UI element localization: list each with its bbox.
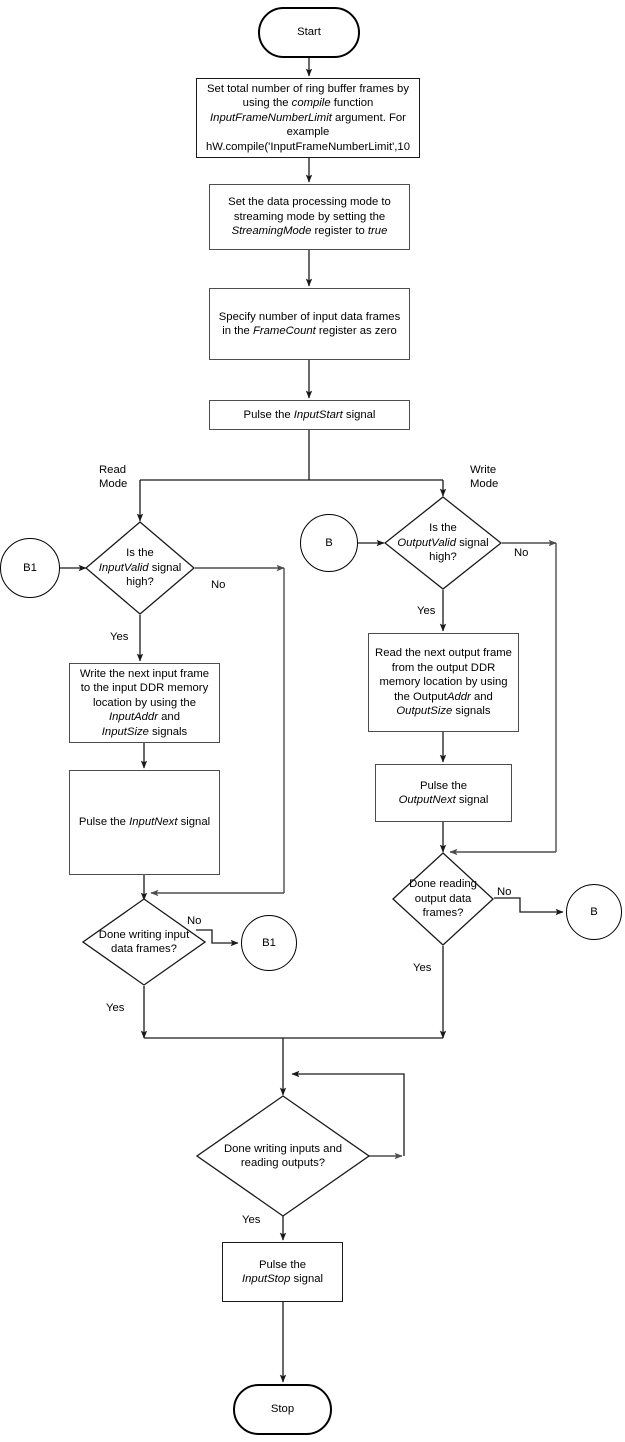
node-pulse-outputnext[interactable]: Pulse the OutputNext signal (375, 764, 512, 822)
node-write-input-frame-label: Write the next input frame to the input … (79, 667, 210, 738)
node-decision-done-reading[interactable]: Done reading output data frames? (392, 852, 494, 946)
diamond-shape-done-all (196, 1095, 370, 1217)
diamond-shape-outputvalid (384, 496, 502, 590)
node-decision-done-all-label: Done writing inputs and reading outputs? (223, 1142, 343, 1169)
diamond-shape-done-reading (392, 852, 494, 946)
edge-label-done-reading-no: No (497, 886, 512, 898)
node-read-output-frame-label: Read the next output frame from the outp… (375, 647, 512, 718)
connector-b1-bottom-label: B1 (262, 936, 276, 949)
node-write-input-frame[interactable]: Write the next input frame to the input … (69, 663, 220, 743)
edge-label-done-reading-yes: Yes (413, 962, 432, 974)
diamond-shape-inputvalid (85, 521, 195, 615)
node-pulse-outputnext-label: Pulse the OutputNext signal (398, 779, 489, 806)
connector-b1-top-label: B1 (23, 561, 37, 574)
connector-b-bottom-label: B (590, 905, 598, 918)
node-pulse-inputnext[interactable]: Pulse the InputNext signal (69, 770, 220, 875)
connector-b-top[interactable]: B (300, 514, 358, 572)
node-set-ring-buffer-frames[interactable]: Set total number of ring buffer frames b… (196, 78, 420, 158)
edge-label-done-writing-yes: Yes (106, 1002, 125, 1014)
node-set-framecount-label: Specify number of input data frames in t… (218, 310, 401, 337)
node-pulse-inputstop[interactable]: Pulse the InputStop signal (222, 1242, 343, 1302)
edge-label-done-all-yes: Yes (242, 1214, 261, 1226)
edge-label-inputvalid-yes: Yes (110, 631, 129, 643)
node-decision-done-writing[interactable]: Done writing input data frames? (82, 898, 206, 986)
node-set-streaming-mode[interactable]: Set the data processing mode to streamin… (209, 184, 410, 250)
node-set-ring-buffer-frames-label: Set total number of ring buffer frames b… (206, 82, 410, 153)
node-start-label: Start (297, 26, 321, 39)
connector-b1-top[interactable]: B1 (0, 538, 60, 598)
node-decision-inputvalid-label: Is the InputValid signal high? (98, 547, 182, 589)
node-read-output-frame[interactable]: Read the next output frame from the outp… (368, 633, 519, 732)
node-set-streaming-mode-label: Set the data processing mode to streamin… (228, 196, 391, 238)
node-pulse-inputstart[interactable]: Pulse the InputStart signal (209, 400, 410, 430)
connector-b1-bottom[interactable]: B1 (241, 915, 297, 971)
connector-b-bottom[interactable]: B (566, 884, 622, 940)
edge-label-done-writing-no: No (187, 915, 202, 927)
connector-b-top-label: B (325, 536, 333, 549)
node-pulse-inputstop-label: Pulse the InputStop signal (241, 1258, 324, 1285)
node-decision-inputvalid[interactable]: Is the InputValid signal high? (85, 521, 195, 615)
edge-label-outputvalid-yes: Yes (417, 605, 436, 617)
node-pulse-inputnext-label: Pulse the InputNext signal (78, 816, 211, 829)
node-decision-done-all[interactable]: Done writing inputs and reading outputs? (196, 1095, 370, 1217)
edge-label-outputvalid-no: No (514, 547, 529, 559)
diamond-shape-done-writing (82, 898, 206, 986)
node-set-framecount[interactable]: Specify number of input data frames in t… (209, 288, 410, 360)
node-stop-label: Stop (270, 1403, 295, 1416)
node-decision-outputvalid[interactable]: Is the OutputValid signal high? (384, 496, 502, 590)
node-stop[interactable]: Stop (233, 1384, 332, 1435)
node-pulse-inputstart-label: Pulse the InputStart signal (243, 408, 376, 421)
node-decision-done-writing-label: Done writing input data frames? (98, 928, 190, 955)
edge-label-inputvalid-no: No (211, 579, 226, 591)
node-start[interactable]: Start (258, 7, 360, 58)
node-decision-outputvalid-label: Is the OutputValid signal high? (397, 522, 489, 564)
node-decision-done-reading-label: Done reading output data frames? (409, 878, 477, 920)
